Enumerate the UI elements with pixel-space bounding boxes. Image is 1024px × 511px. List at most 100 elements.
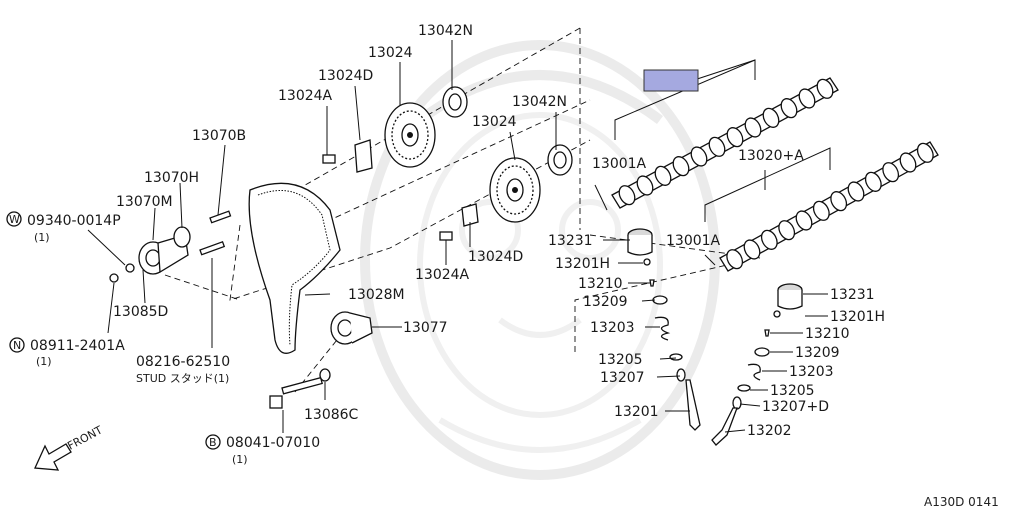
label-13077: 13077 (403, 320, 448, 336)
cam-lobe (812, 200, 830, 221)
label-13202: 13202 (747, 423, 792, 439)
nut-symbol-letter: N (13, 339, 21, 352)
cam-lobe (864, 171, 882, 192)
cam-lobe (708, 136, 726, 157)
sprocket-plates (322, 139, 479, 241)
stud-08216 (199, 240, 226, 256)
cam-lobe (726, 249, 744, 270)
label-13210-left: 13210 (578, 276, 623, 292)
cam-lobe (780, 98, 798, 119)
label-08216-note: STUD スタッド(1) (136, 372, 229, 385)
label-13201h-right: 13201H (830, 309, 885, 325)
tensioner-spacer (173, 226, 191, 248)
cam-lobe (847, 181, 865, 202)
leader-lines (87, 40, 828, 433)
valve-train-right (711, 283, 803, 446)
cam-lobe (778, 220, 796, 241)
label-13210-right: 13210 (805, 326, 850, 342)
cam-lobe (916, 142, 934, 163)
label-13203-right: 13203 (789, 364, 834, 380)
label-13042n-upper: 13042N (418, 23, 473, 39)
cam-lobe (654, 165, 672, 186)
diagram-ref-code: A130D 0141 (924, 495, 999, 509)
cam-lobe (760, 229, 778, 250)
label-13028m: 13028M (348, 287, 405, 303)
label-13231-left: 13231 (548, 233, 593, 249)
label-13024d-upper: 13024D (318, 68, 373, 84)
label-13231-right: 13231 (830, 287, 875, 303)
oil-seal-1 (442, 86, 468, 118)
washer-symbol-letter: W (9, 213, 20, 226)
label-08041: 08041-07010 (226, 435, 320, 451)
cam-lobe (762, 107, 780, 128)
tensioner-stud (209, 210, 232, 224)
label-13070m: 13070M (116, 194, 173, 210)
cam-lobe (636, 175, 654, 196)
label-13207-left: 13207 (600, 370, 645, 386)
label-08911-qty: (1) (36, 355, 52, 368)
label-08911: 08911-2401A (30, 338, 125, 354)
label-13024a-lower: 13024A (415, 267, 470, 283)
cam-lobe (830, 191, 848, 212)
front-label: FRONT (65, 423, 105, 452)
label-09340: 09340-0014P (27, 213, 121, 229)
bolt-08041-head (269, 395, 283, 409)
cam-lobe (795, 210, 813, 231)
label-13085d: 13085D (113, 304, 168, 320)
label-13201h-left: 13201H (555, 256, 610, 272)
label-09340-qty: (1) (34, 231, 50, 244)
label-13207d: 13207+D (762, 399, 829, 415)
timing-belt (248, 182, 341, 354)
cam-sprocket-1 (384, 102, 436, 168)
bolt-symbol (205, 434, 221, 450)
idler-pulley (330, 311, 373, 345)
nut-08911 (109, 273, 119, 283)
label-13070b: 13070B (192, 128, 246, 144)
label-13024-upper: 13024 (368, 45, 413, 61)
washer-13086c (319, 368, 331, 382)
label-13001a-lower: 13001A (666, 233, 721, 249)
part-labels: 13042N 13024 13024D 13024A 13070B 13042N… (6, 23, 885, 466)
nut-symbol (9, 337, 25, 353)
label-13024-lower: 13024 (472, 114, 517, 130)
cam-lobe (743, 239, 761, 260)
label-13205-left: 13205 (598, 352, 643, 368)
label-08216: 08216-62510 (136, 354, 230, 370)
label-13001a-upper: 13001A (592, 156, 647, 172)
label-13203-left: 13203 (590, 320, 635, 336)
camshaft-upper (611, 77, 839, 209)
washer-09340 (125, 263, 135, 273)
bolt-symbol-letter: B (209, 436, 217, 449)
label-13024d-lower: 13024D (468, 249, 523, 265)
watermark-emblem (360, 40, 720, 480)
valve-train-left (627, 228, 701, 431)
camshaft-lower (719, 141, 939, 272)
cam-lobe (816, 78, 834, 99)
cam-lobe (690, 146, 708, 167)
cam-lobe (882, 162, 900, 183)
cam-lobe (726, 127, 744, 148)
cam-lobe (798, 88, 816, 109)
label-13042n-lower: 13042N (512, 94, 567, 110)
cam-sprocket-2 (489, 157, 541, 223)
label-13209-right: 13209 (795, 345, 840, 361)
highlight-box (643, 69, 699, 92)
label-13209-left: 13209 (583, 294, 628, 310)
label-13086c: 13086C (304, 407, 359, 423)
label-08041-qty: (1) (232, 453, 248, 466)
label-13070h: 13070H (144, 170, 199, 186)
label-13201: 13201 (614, 404, 659, 420)
cam-lobe (672, 156, 690, 177)
washer-symbol (6, 211, 22, 227)
cam-lobe (618, 185, 636, 206)
label-13020a: 13020+A (738, 148, 804, 164)
cam-lobe (744, 117, 762, 138)
bolt-08041 (281, 376, 323, 395)
label-13205-right: 13205 (770, 383, 815, 399)
front-arrow: FRONT (34, 423, 105, 471)
label-13024a-upper: 13024A (278, 88, 333, 104)
cam-lobe (899, 152, 917, 173)
oil-seal-2 (547, 144, 573, 176)
